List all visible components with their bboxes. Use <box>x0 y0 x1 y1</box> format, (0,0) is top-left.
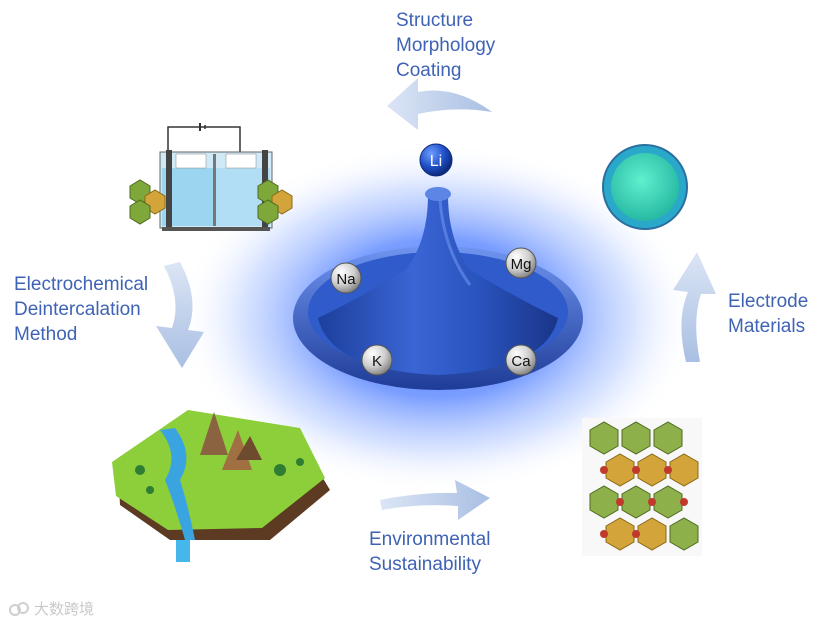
label-right-line-2: Materials <box>728 316 806 337</box>
arrow-left-icon <box>156 262 204 368</box>
label-environmental-sustainability: Environmental Sustainability <box>369 527 490 577</box>
crystal-cluster-left <box>129 179 166 225</box>
ion-mg-label: Mg <box>511 256 532 273</box>
ion-na: Na <box>330 262 362 294</box>
ion-li: Li <box>419 143 453 177</box>
ion-ca: Ca <box>505 344 537 376</box>
ion-k-label: K <box>372 353 382 370</box>
label-bottom-line-1: Environmental <box>369 529 491 550</box>
label-bottom-line-2: Sustainability <box>369 554 481 575</box>
ion-li-label: Li <box>430 153 442 170</box>
core-shell-sphere-icon <box>602 144 688 230</box>
label-electrode-materials: Electrode Materials <box>728 289 808 339</box>
label-left-line-1: Electrochemical <box>14 274 149 295</box>
label-left-line-2: Deintercalation <box>14 299 141 320</box>
watermark: 大数跨境 <box>8 598 94 619</box>
funnel-body <box>318 195 558 375</box>
watermark-text: 大数跨境 <box>34 600 95 618</box>
label-electrochemical-method: Electrochemical Deintercalation Method <box>14 272 148 347</box>
ion-ca-label: Ca <box>511 353 531 370</box>
arrow-top-icon <box>387 78 492 130</box>
label-right-line-1: Electrode <box>728 291 809 312</box>
label-top-line-1: Structure <box>396 10 474 31</box>
watermark-logo-icon <box>9 601 29 616</box>
arrow-bottom-icon <box>380 480 490 520</box>
label-top-line-3: Coating <box>396 60 462 81</box>
landscape-island-illustration <box>112 410 330 562</box>
funnel-tip <box>425 187 451 201</box>
ion-na-label: Na <box>336 271 356 288</box>
electrochemical-cell-illustration <box>129 123 293 231</box>
ion-k: K <box>361 344 393 376</box>
arrow-right-icon <box>673 252 716 362</box>
label-left-line-3: Method <box>14 324 78 345</box>
ion-mg: Mg <box>505 247 537 279</box>
label-structure-morphology-coating: Structure Morphology Coating <box>396 8 495 83</box>
crystal-cluster-right <box>257 179 293 225</box>
label-top-line-2: Morphology <box>396 35 496 56</box>
crystal-lattice-illustration <box>582 418 702 556</box>
